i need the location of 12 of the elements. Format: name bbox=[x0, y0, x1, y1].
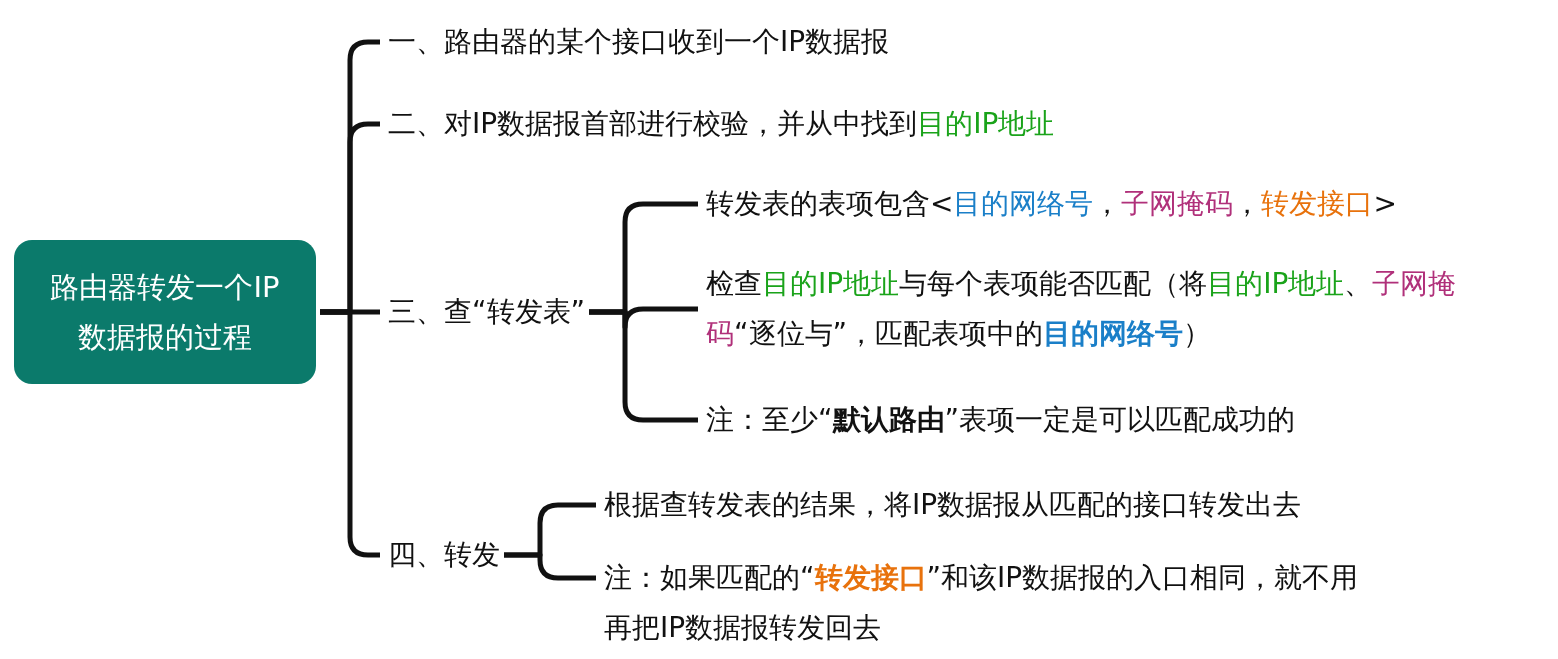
topic-text: 四、转发 bbox=[388, 530, 500, 580]
topic-text: 注：至少“默认路由”表项一定是可以匹配成功的 bbox=[706, 395, 1296, 445]
connector-line bbox=[504, 552, 596, 581]
topic-text: 根据查转发表的结果，将IP数据报从匹配的接口转发出去 bbox=[604, 480, 1302, 530]
topic-text: 注：如果匹配的“转发接口”和该IP数据报的入口相同，就不用再把IP数据报转发回去 bbox=[604, 553, 1364, 653]
connector-line bbox=[589, 309, 698, 423]
root-topic: 路由器转发一个IP数据报的过程 bbox=[14, 240, 316, 384]
topic-text: 三、查“转发表” bbox=[388, 287, 585, 337]
topic-text: 转发表的表项包含<目的网络号，子网掩码，转发接口> bbox=[706, 179, 1397, 229]
topic-text: 检查目的IP地址与每个表项能否匹配（将目的IP地址、子网掩码“逐位与”，匹配表项中的目的网络号） bbox=[706, 259, 1496, 359]
topic-text: 一、路由器的某个接口收到一个IP数据报 bbox=[388, 17, 890, 67]
topic-text: 二、对IP数据报首部进行校验，并从中找到目的IP地址 bbox=[388, 99, 1055, 149]
